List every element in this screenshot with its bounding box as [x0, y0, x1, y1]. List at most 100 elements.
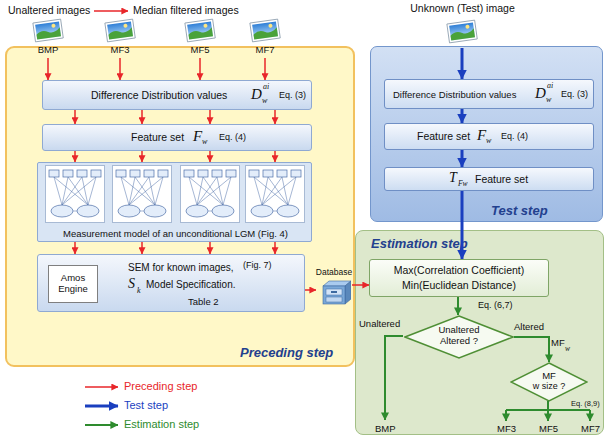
network-model-figure — [246, 166, 305, 223]
image-thumbnail: MF5 — [180, 16, 220, 58]
flow-arrow — [74, 151, 76, 162]
node-text: MF5 — [180, 44, 220, 55]
node-text: Database — [312, 267, 356, 277]
node-text: T — [449, 170, 457, 187]
output-arrows — [385, 336, 590, 421]
node-text: D — [251, 85, 262, 103]
node-text: Unaltered Altered ? — [429, 324, 489, 347]
node-text: Fw — [458, 179, 468, 188]
node-text: Eq. (4) — [501, 131, 528, 142]
image-icon — [33, 19, 63, 42]
flow-arrow — [461, 48, 464, 79]
process-box: Feature set Fw Eq. (4) — [42, 124, 312, 151]
process-box: Difference Distribution values Dw aiEq. (3… — [384, 79, 594, 109]
engine-box: Amos Engine — [48, 265, 98, 303]
legend-text: Estimation step — [124, 418, 199, 431]
node-text: MF — [510, 370, 588, 381]
node-text: Unknown (Test) image — [405, 2, 520, 15]
node-text: Amos Engine — [49, 272, 97, 295]
flow-arrow — [274, 110, 276, 124]
decision-diamond: MFw size ? — [510, 362, 588, 402]
node-text: Feature set — [475, 173, 528, 186]
flow-arrow — [274, 151, 276, 162]
node-text: BMP — [28, 44, 68, 55]
node-text: SEM for known images, — [128, 262, 234, 274]
node-text: Model Specification. — [146, 279, 236, 291]
flow-arrow — [352, 284, 369, 286]
flow-arrow — [74, 110, 76, 124]
node-text: Difference Distribution values — [393, 89, 516, 100]
network-model-figure — [46, 166, 105, 223]
node-text: Measurement model of an unconditional LG… — [38, 228, 313, 239]
image-icon — [447, 20, 477, 43]
network-model-figure — [181, 166, 240, 223]
node-text: w — [546, 95, 551, 105]
split-line — [506, 401, 590, 410]
flow-arrow — [514, 337, 549, 362]
flow-arrow — [141, 151, 143, 162]
output-arrow — [385, 336, 403, 420]
node-text: Feature set — [131, 131, 184, 144]
flow-arrow — [461, 191, 464, 259]
node-text: MF3 — [100, 44, 140, 55]
flow-arrow — [47, 58, 49, 80]
flow-arrow — [119, 58, 121, 80]
node-text: w — [202, 137, 207, 147]
image-icon — [105, 19, 135, 42]
node-text: Table 2 — [188, 296, 219, 307]
database: Database — [316, 268, 352, 306]
node-text: ai — [263, 82, 269, 92]
node-text: (Fig. 7) — [243, 260, 272, 271]
node-text: w — [262, 96, 267, 106]
legend-text: Preceding step — [124, 380, 197, 393]
node-text: F — [477, 126, 486, 144]
annotation-label: Unaltered images — [8, 4, 90, 17]
flow-arrow — [141, 242, 143, 254]
diamond-shape — [405, 316, 513, 358]
step-panel: Test stepDifference Distribution valuesD… — [370, 46, 603, 222]
image-icon — [185, 19, 215, 42]
annotation-label: Median filtered images — [133, 4, 239, 17]
node-text: k — [137, 286, 141, 296]
diamond-shape — [511, 363, 587, 401]
node-text: Difference Distribution values — [91, 89, 227, 102]
image-thumbnail: MF3 — [100, 16, 140, 58]
node-text: S — [128, 276, 135, 293]
image-thumbnail: BMP — [28, 16, 68, 58]
image-thumbnail: MF7 — [245, 16, 285, 58]
node-text: ai — [547, 81, 553, 91]
legend-sample-line — [85, 405, 118, 408]
legend-sample-line — [85, 424, 118, 426]
node-text: Max(Correlation Coefficient) — [370, 264, 548, 277]
step-panel: Preceding step Difference Distribution va… — [5, 46, 355, 367]
node-text: Eq. (3) — [561, 89, 588, 100]
node-text: Eq. (3) — [279, 90, 306, 101]
node-text: Preceding step — [240, 345, 333, 361]
flow-arrow — [209, 242, 211, 254]
model-box: Measurement model of an unconditional LG… — [37, 162, 312, 242]
process-box: TFw Feature set — [384, 167, 594, 191]
flow-arrow — [461, 150, 464, 167]
flow-arrow — [461, 109, 464, 123]
flow-arrow — [274, 242, 276, 254]
image-icon — [250, 19, 280, 42]
node-text: w — [486, 136, 491, 146]
node-text: D — [535, 84, 546, 102]
flow-arrow — [74, 242, 76, 254]
node-text: Eq. (4) — [219, 132, 246, 143]
node-text: Estimation step — [371, 236, 468, 252]
image-thumbnail: Unknown (Test) image — [405, 2, 520, 48]
step-panel: Estimation stepMax(Correlation Coefficie… — [355, 230, 604, 435]
output-arrow — [505, 410, 507, 421]
node-text: w size ? — [510, 381, 588, 392]
red-arrow — [94, 10, 128, 12]
node-text: F — [193, 127, 202, 145]
flow-arrow — [199, 58, 201, 80]
node-text: Feature set — [417, 130, 470, 143]
decision-diamond: Unaltered Altered ? — [404, 315, 514, 359]
output-arrow — [589, 410, 591, 421]
process-box: Max(Correlation Coefficient)Min(Euclidea… — [369, 259, 549, 297]
process-box: SEM for known images, (Fig. 7) Sk Model Spe… — [37, 254, 305, 312]
node-text: Test step — [491, 203, 548, 219]
